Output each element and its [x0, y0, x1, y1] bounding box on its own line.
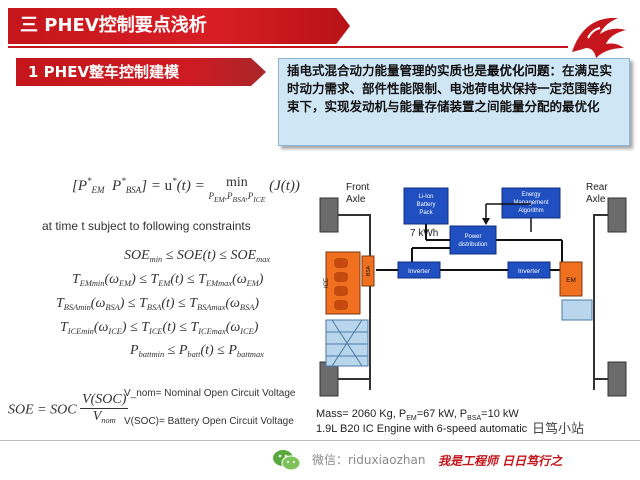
objective-equation: [P*EM P*BSA] = u*(t) = min PEM,PBSA,PICE… — [72, 175, 300, 204]
vehicle-spec-mass: Mass= 2060 Kg, PEM=67 kW, PBSA=10 kW — [316, 408, 519, 423]
svg-text:ICE: ICE — [324, 278, 330, 288]
wheel-rear-bottom — [607, 361, 627, 397]
wechat-icon — [273, 450, 301, 471]
svg-text:Algorithm: Algorithm — [518, 208, 543, 214]
powertrain-diagram: Front Axle Rear Axle Li-Ion Battery Pack… — [319, 182, 627, 397]
callout-text-after: ：在满足实时动力需求、部件性能限制、电池荷电状保持一定范围等约束下，实现发动机与… — [287, 63, 613, 114]
svg-text:Battery: Battery — [416, 202, 435, 208]
svg-text:BSA: BSA — [366, 265, 372, 276]
rear-gearbox — [561, 299, 593, 321]
wheel-rear-top — [607, 197, 627, 233]
watermark: 日笃小站 — [532, 422, 585, 437]
constraint-pbatt: Pbattmin ≤ Pbatt(t) ≤ Pbattmax — [130, 343, 264, 359]
wechat-id: 微信：riduxiaozhan — [312, 453, 426, 467]
wheel-front-bottom — [319, 361, 339, 397]
front-axle-label-2: Axle — [346, 194, 366, 205]
vehicle-spec-engine: 1.9L B20 IC Engine with 6-speed automati… — [316, 423, 528, 435]
svg-text:Inverter: Inverter — [408, 268, 431, 275]
brand-logo-icon — [572, 17, 626, 58]
constraint-tem: TEMmin(ωEM) ≤ TEM(t) ≤ TEMmax(ωEM) — [72, 272, 264, 288]
svg-text:EM: EM — [566, 277, 576, 284]
constraint-tice: TICEmin(ωICE) ≤ TICE(t) ≤ TICEmax(ωICE) — [60, 320, 259, 336]
rear-axle-label-2: Axle — [586, 194, 606, 205]
svg-text:Management: Management — [513, 200, 548, 206]
vnom-definition: V_nom= Nominal Open Circuit Voltage — [124, 388, 296, 399]
svg-text:Power: Power — [464, 234, 481, 240]
constraint-intro: at time t subject to following constrain… — [42, 219, 251, 233]
battery-label: Li-Ion — [418, 194, 433, 200]
battery-capacity: 7 kWh — [410, 228, 438, 239]
title-divider — [8, 46, 568, 48]
callout-box: 插电式混合动力能量管理的实质也是最优化问题：在满足实时动力需求、部件性能限制、电… — [278, 58, 630, 146]
callout-text-before: 插电式混合动力能量管理的实质也是 — [287, 63, 488, 78]
footer-slogan: 我是工程师 日日笃行之 — [438, 454, 563, 468]
rear-axle-label: Rear — [586, 182, 608, 193]
energy-management-box — [501, 187, 561, 219]
wheel-front-top — [319, 197, 339, 233]
svg-text:distribution: distribution — [458, 242, 487, 248]
svg-text:Pack: Pack — [419, 210, 433, 216]
vsoc-definition: V(SOC)= Battery Open Circuit Voltage — [124, 416, 294, 427]
battery-pack — [403, 187, 449, 225]
page-title: 三 PHEV控制要点浅析 — [8, 8, 350, 44]
power-distribution-box — [449, 225, 497, 255]
soe-equation: SOE = SOC V(SOC) Vnom — [8, 392, 129, 425]
svg-text:Energy: Energy — [521, 192, 540, 198]
svg-text:Inverter: Inverter — [518, 268, 541, 275]
bsa-motor — [361, 255, 375, 287]
footer-divider — [0, 440, 640, 441]
constraint-tbsa: TBSAmin(ωBSA) ≤ TBSA(t) ≤ TBSAmax(ωBSA) — [56, 296, 260, 312]
front-axle-label: Front — [346, 182, 370, 193]
callout-highlight: 最优化问题 — [487, 63, 550, 78]
constraint-soe: SOEmin ≤ SOE(t) ≤ SOEmax — [124, 248, 271, 264]
rear-electric-motor — [559, 261, 583, 297]
section-subtitle: 1 PHEV整车控制建模 — [16, 58, 266, 86]
